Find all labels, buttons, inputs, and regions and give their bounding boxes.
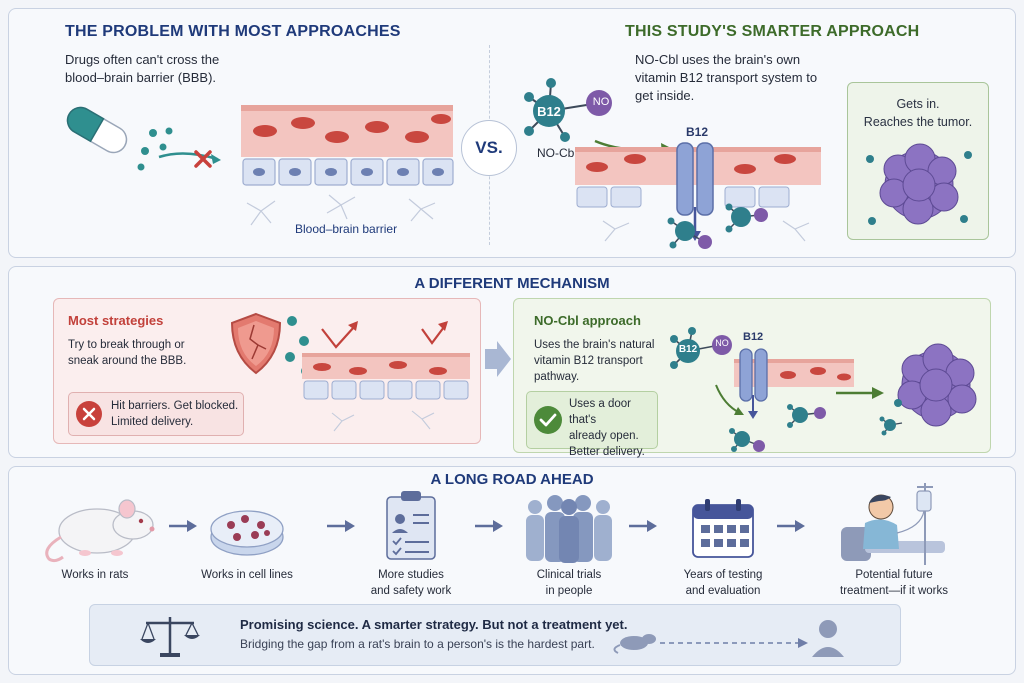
bbb-label: Blood–brain barrier [295,222,398,236]
mechanism-title: A DIFFERENT MECHANISM [414,275,610,292]
blocked-x-icon [194,150,212,168]
balance-scale-icon [140,617,200,657]
step3-line2: and safety work [370,585,452,597]
step4-line2: in people [545,585,593,597]
no-cbl-approach-card: NO-Cbl approach Uses the brain's natural… [513,298,991,458]
capsule-icon [66,106,128,154]
delivered-molecules [667,203,768,249]
step-arrow-3 [475,520,503,532]
no-tag-mid: NO [715,338,729,348]
b12-transporter-illustration [575,142,821,242]
road-ahead-panel: A LONG ROAD AHEAD Works in rats Wor [8,466,1016,675]
mid-transporter-label: B12 [743,331,764,343]
blocked-result-line1: Hit barriers. Get blocked. [111,400,239,412]
vs-label: VS. [475,138,503,157]
petri-dish-icon [210,510,284,556]
step6-line2: treatment—if it works [840,585,948,597]
road-title: A LONG ROAD AHEAD [430,471,594,488]
step3-line1: More studies [378,569,444,581]
mid-transporter-illustration [715,348,854,452]
step5-line2: and evaluation [685,585,761,597]
step-arrow-5 [777,520,805,532]
bouncing-particles [285,316,448,376]
better-delivery-line2: already open. [569,430,639,442]
smarter-title: THIS STUDY'S SMARTER APPROACH [625,23,920,40]
tumor-icon-mid [879,343,977,436]
transition-arrow-icon [485,341,511,377]
b12-tag: B12 [537,104,561,119]
blocked-result-line2: Limited delivery. [111,416,194,428]
no-cbl-approach-text: Uses the brain's natural vitamin B12 tra… [534,339,655,383]
blood-brain-barrier-illustration [241,105,454,226]
most-strategies-title: Most strategies [68,313,164,328]
patient-icon [841,483,945,565]
no-cbl-approach-title: NO-Cbl approach [534,313,641,328]
summary-line2: Bridging the gap from a rat's brain to a… [240,637,595,651]
tumor-result-box: Gets in. Reaches the tumor. [847,82,989,240]
mechanism-panel: A DIFFERENT MECHANISM Most strategies Tr… [8,266,1016,458]
blocked-drug-particles [137,127,221,171]
rat-to-human-icon [613,620,844,657]
summary-line1: Promising science. A smarter strategy. B… [240,617,628,632]
no-cbl-molecule-icon [524,78,612,142]
step-arrow-1 [169,520,197,532]
problem-text: Drugs often can't cross the blood–brain … [65,52,220,85]
step-arrow-4 [629,520,657,532]
no-tag: NO [592,96,610,108]
problem-title: THE PROBLEM WITH MOST APPROACHES [65,23,401,40]
step2-line1: Works in cell lines [201,569,293,581]
check-circle-icon [534,406,562,434]
smarter-text: NO-Cbl uses the brain's own vitamin B12 … [635,52,818,103]
step6-line1: Potential future [855,569,933,581]
better-delivery-line3: Better delivery. [569,446,645,458]
comparison-panel: THE PROBLEM WITH MOST APPROACHES Drugs o… [8,8,1016,258]
no-cbl-small-molecule-icon [670,327,732,369]
better-delivery-box: Uses a door that's already open. Better … [526,391,658,458]
most-strategies-text: Try to break through or sneak around the… [68,339,187,367]
people-group-icon [526,495,612,563]
calendar-icon [692,499,754,558]
better-delivery-line1: Uses a door that's [569,398,632,426]
mini-bbb-illustration [302,353,470,432]
clipboard-icon [386,491,436,560]
cracked-shield-icon [230,312,282,375]
tumor-icon [866,143,972,225]
step4-line1: Clinical trials [536,569,602,581]
vs-badge: VS. [461,120,517,176]
most-strategies-card: Most strategies Try to break through or … [53,298,481,444]
summary-box: Promising science. A smarter strategy. B… [89,604,901,666]
to-tumor-arrow [836,387,884,399]
step1-line1: Works in rats [61,569,129,581]
tumor-box-line1: Gets in. [896,97,940,111]
no-cbl-label: NO-Cbl [537,146,578,160]
blocked-result-box: Hit barriers. Get blocked. Limited deliv… [68,392,244,436]
tumor-box-line2: Reaches the tumor. [863,115,973,129]
step-arrow-2 [327,520,355,532]
x-circle-icon [76,401,102,427]
b12-transporter-label: B12 [686,125,709,139]
step5-line1: Years of testing [683,569,763,581]
b12-tag-mid: B12 [678,344,698,355]
rat-icon [45,499,155,563]
